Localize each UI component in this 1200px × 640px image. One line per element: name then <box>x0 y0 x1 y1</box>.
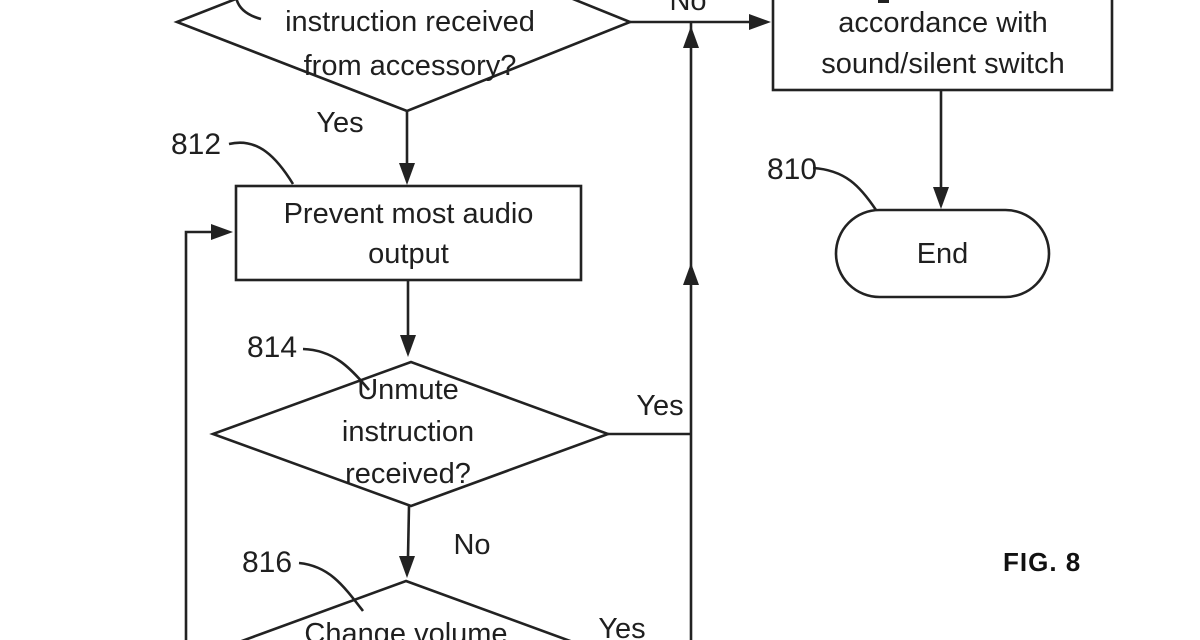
decision-unmute-text: Unmute instruction received? <box>258 369 558 495</box>
ref-label-812: 812 <box>171 128 222 161</box>
process-accordance-text: accordance with sound/silent switch <box>778 3 1108 85</box>
process-accordance-line2: sound/silent switch <box>821 48 1065 80</box>
process-prevent-text: Prevent most audio output <box>241 194 576 274</box>
process-prevent-box <box>234 184 583 282</box>
process-prevent-line1: Prevent most audio <box>283 198 534 230</box>
decision-accessory-line2: from accessory? <box>303 50 517 82</box>
arrowhead-into-unmute-diamond <box>400 335 416 357</box>
edge-label-accessory-yes: Yes <box>316 107 364 139</box>
edge-label-accessory-no: No <box>669 0 707 17</box>
terminator-end-capsule <box>834 208 1051 299</box>
arrowhead-into-prevent-box <box>399 163 415 185</box>
edge-label-unmute-yes: Yes <box>636 390 684 422</box>
ref-label-810: 810 <box>767 153 818 186</box>
ref-label-814: 814 <box>247 331 298 364</box>
figure-caption: FIG. 8 <box>1003 547 1082 577</box>
process-accordance-line1: accordance with <box>838 7 1048 39</box>
feedback-line-left <box>184 230 211 640</box>
ref-812-leader <box>228 141 295 185</box>
ref-814-leader <box>302 347 371 391</box>
decision-change-volume-diamond <box>240 579 572 640</box>
process-prevent-line2: output <box>368 238 449 270</box>
edge-unmute-no-line <box>406 505 411 558</box>
arrowhead-into-accordance-box <box>749 14 771 30</box>
decision-unmute-line3: received? <box>345 458 471 490</box>
arrowhead-into-end <box>933 187 949 209</box>
decision-accessory-text: instruction received from accessory? <box>230 0 590 88</box>
decision-change-volume-text: Change volume <box>281 613 531 640</box>
cutoff-leader-stub <box>235 0 262 21</box>
arrowhead-into-change-volume-diamond <box>399 556 415 578</box>
decision-accessory-line1: instruction received <box>285 6 535 38</box>
ref-810-leader <box>812 166 878 211</box>
arrowhead-return-top <box>683 26 699 48</box>
arrowhead-return-mid <box>683 263 699 285</box>
ref-label-816: 816 <box>242 546 293 579</box>
ref-816-leader <box>298 561 365 612</box>
decision-unmute-line2: instruction <box>341 416 475 448</box>
decision-change-volume-line1: Change volume <box>304 618 508 640</box>
cutoff-text-remnant <box>878 0 889 3</box>
decision-unmute-line1: Unmute <box>357 374 459 406</box>
edge-label-unmute-no: No <box>453 529 491 561</box>
terminator-end-text: End <box>836 233 1049 275</box>
arrowhead-feedback-into-prevent-box <box>211 224 233 240</box>
terminator-end-label: End <box>916 238 969 270</box>
edge-label-change-volume-yes: Yes <box>598 613 646 640</box>
process-accordance-box <box>771 0 1114 92</box>
